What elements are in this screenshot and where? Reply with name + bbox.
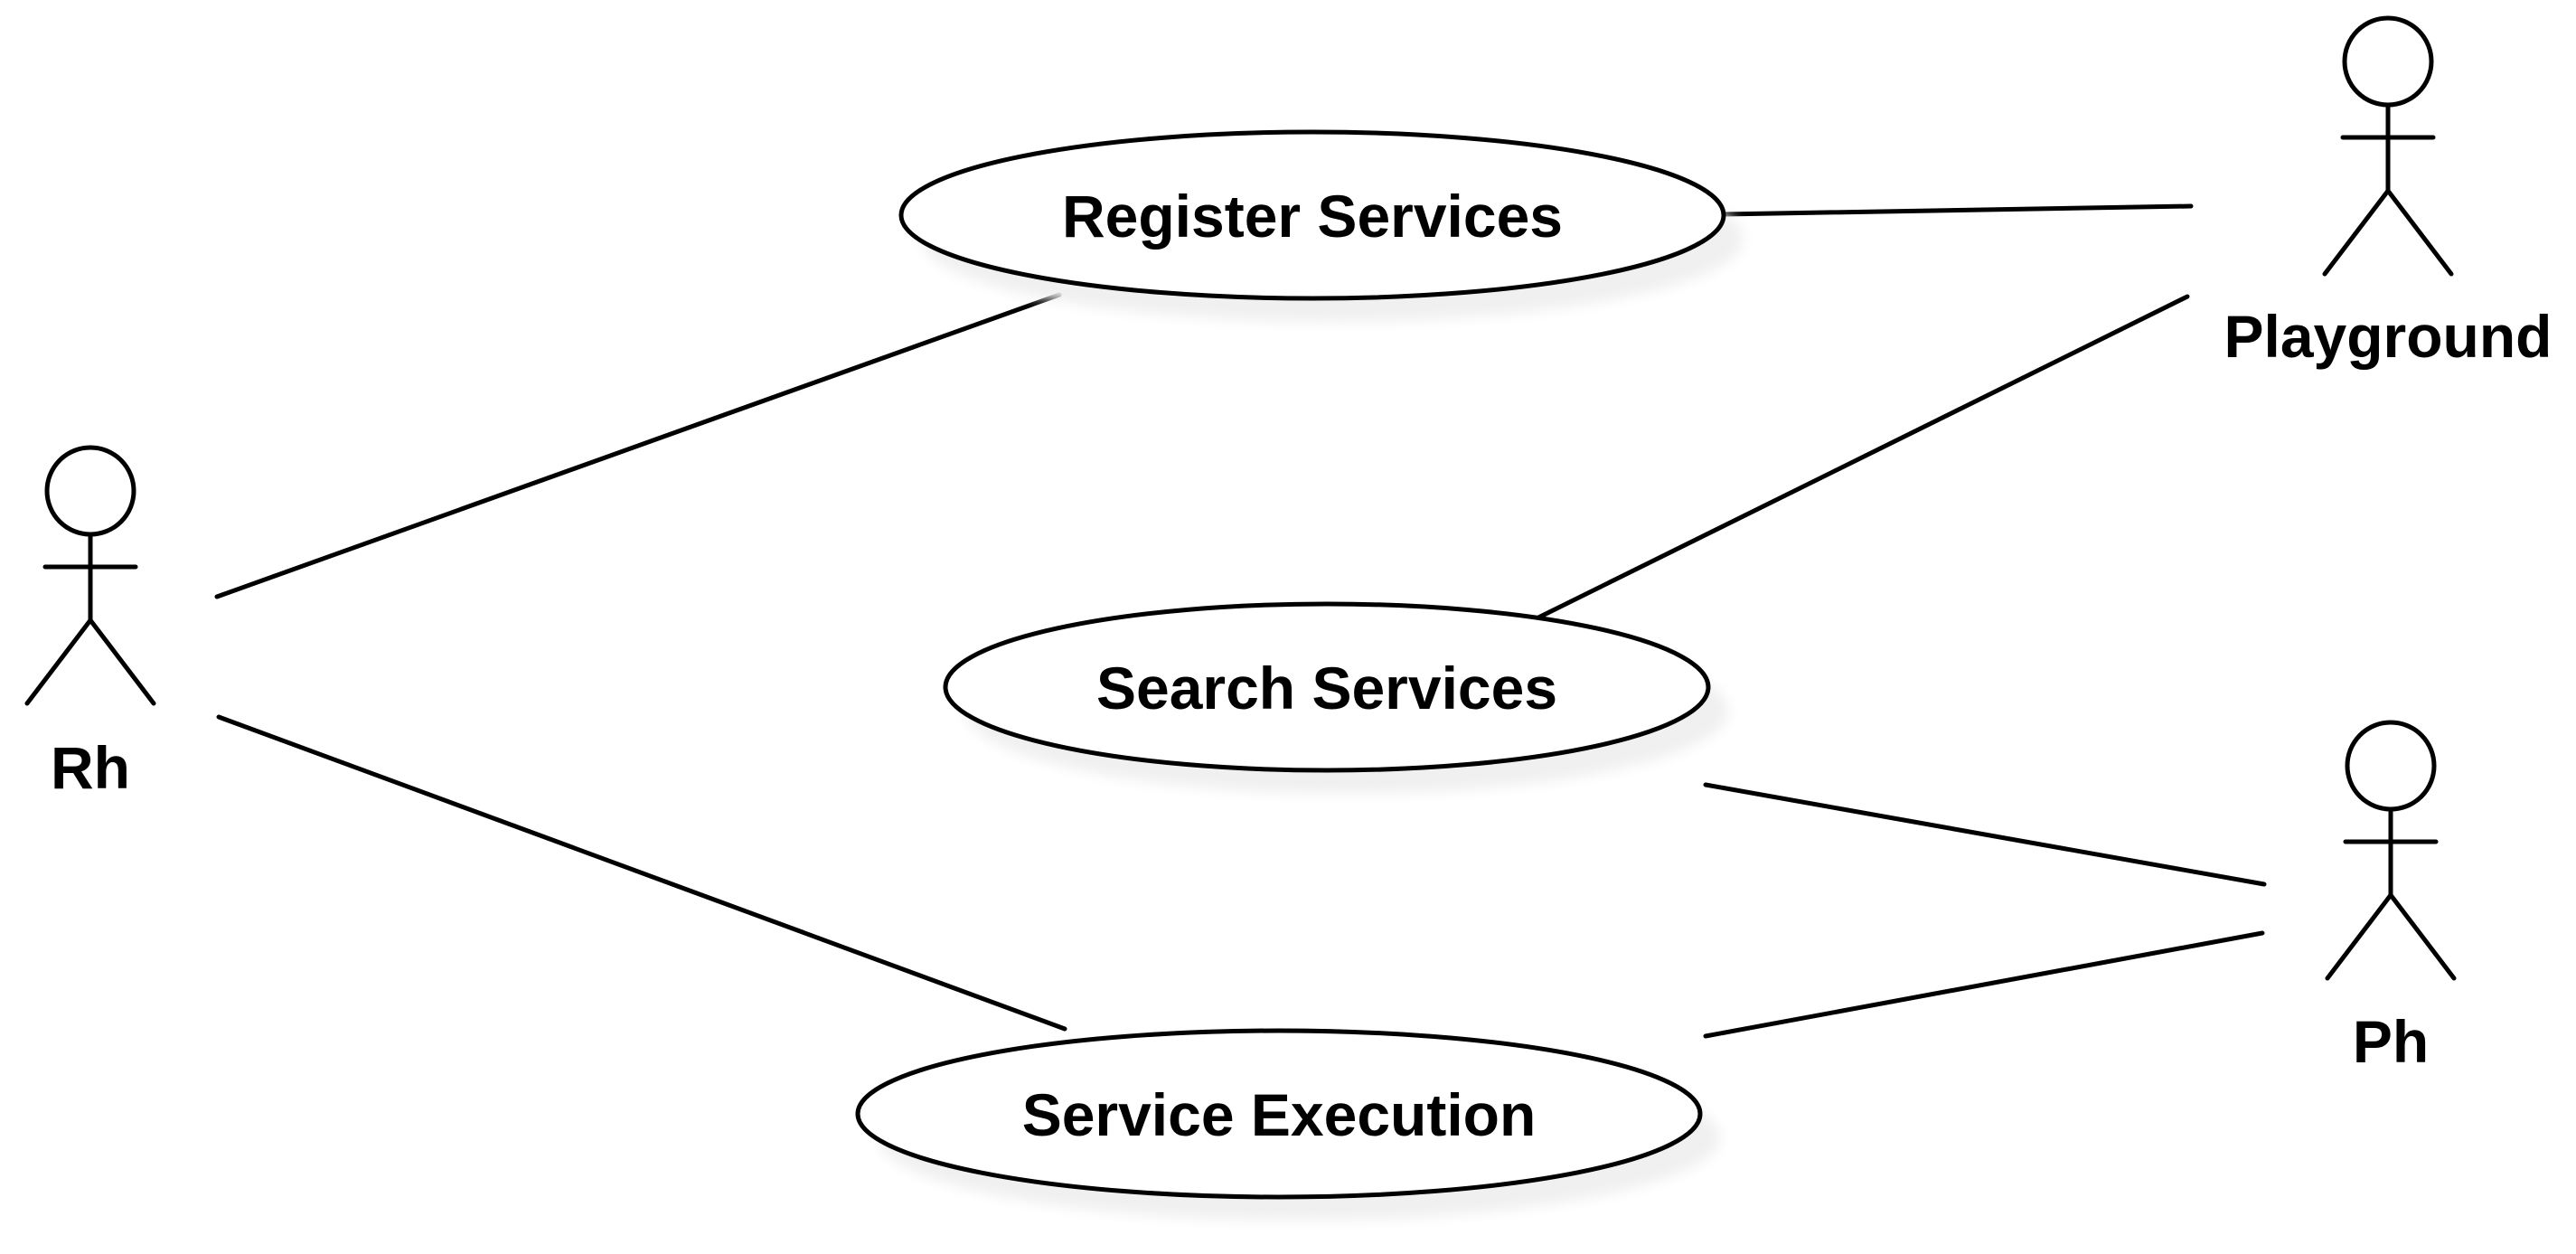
association-search-services-playground[interactable]: [1527, 294, 2190, 625]
use-case-ellipse[interactable]: [898, 129, 1726, 301]
use-case-search-services[interactable]: Search Services: [943, 601, 1728, 794]
use-case-label: Search Services: [1096, 655, 1557, 721]
actor-head: [2342, 15, 2434, 108]
use-case-ellipse[interactable]: [855, 1028, 1703, 1200]
association-search-services-ph[interactable]: [1703, 782, 2267, 887]
actor-rh[interactable]: Rh: [24, 445, 156, 801]
actor-left-leg: [2322, 188, 2391, 277]
association-service-execution-ph[interactable]: [1703, 930, 2265, 1039]
use-case-label: Register Services: [1062, 183, 1563, 250]
actor-left-leg: [24, 618, 93, 706]
actor-head: [2345, 720, 2437, 812]
actor-right-leg: [2385, 188, 2454, 277]
actor-label: Rh: [51, 734, 130, 801]
actor-right-leg: [2388, 892, 2457, 981]
association-rh-service-execution[interactable]: [216, 714, 1067, 1032]
actor-left-leg: [2325, 892, 2393, 981]
actor-playground[interactable]: Playground: [2223, 15, 2552, 370]
association-register-services-playground[interactable]: [1721, 203, 2194, 217]
use-case-label: Service Execution: [1022, 1081, 1537, 1148]
use-case-ellipse[interactable]: [943, 601, 1711, 773]
use-case-register-services[interactable]: Register Services: [898, 129, 1744, 322]
actor-label: Ph: [2353, 1008, 2429, 1075]
actor-label: Playground: [2223, 303, 2552, 370]
actor-head: [44, 445, 136, 537]
association-rh-register-services[interactable]: [214, 292, 1062, 599]
use-case-service-execution[interactable]: Service Execution: [855, 1028, 1720, 1221]
actor-right-leg: [88, 618, 156, 706]
actor-ph[interactable]: Ph: [2325, 720, 2457, 1075]
